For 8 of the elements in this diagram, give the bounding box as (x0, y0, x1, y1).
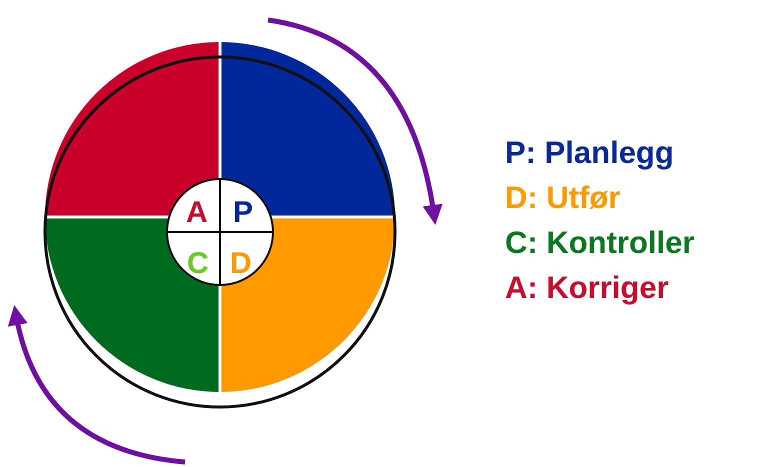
cycle-letter: D (230, 249, 252, 279)
phase-label: P: Planlegg (505, 136, 674, 168)
phase-label: A: Korriger (505, 272, 669, 302)
cycle-letter: A (186, 198, 208, 228)
cycle-letter: P (233, 198, 254, 228)
phase-label: D: Utfør (505, 182, 620, 212)
cycle-letter: C (187, 249, 209, 279)
phase-label: C: Kontroller (505, 226, 694, 258)
